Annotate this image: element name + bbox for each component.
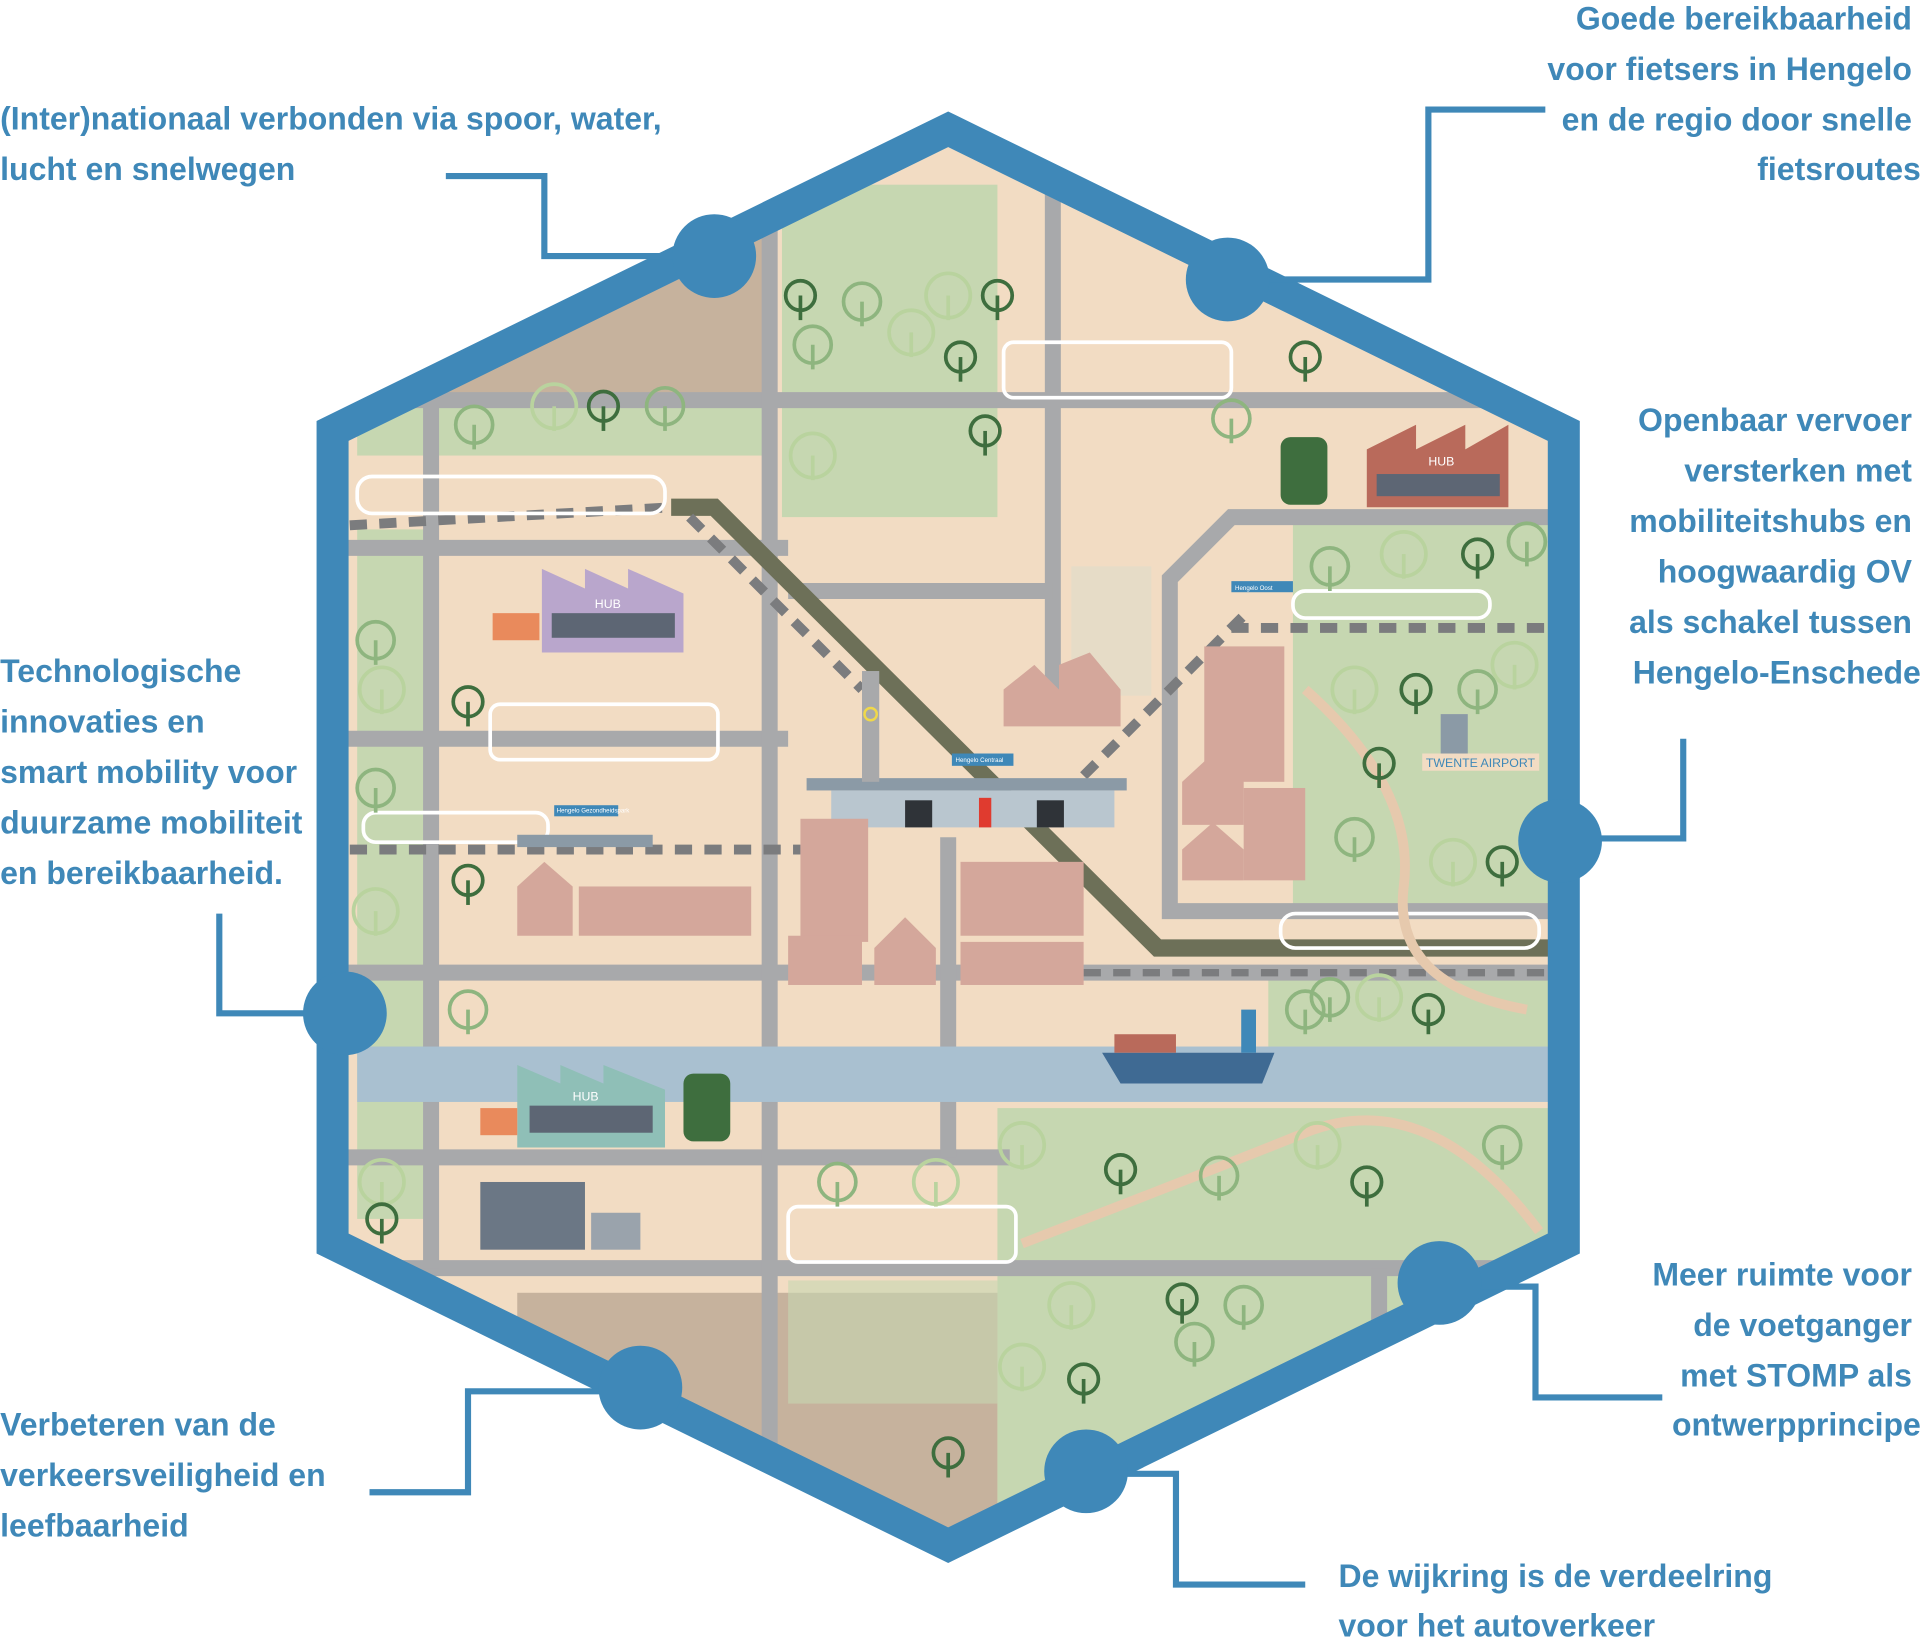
twente-airport: TWENTE AIRPORT <box>1422 714 1540 771</box>
airport-sign: TWENTE AIRPORT <box>1426 756 1536 770</box>
callout-ring-road: De wijkring is de verdeelring voor het a… <box>1338 1558 1781 1640</box>
hub-building: HUB <box>492 568 684 653</box>
buildings <box>480 566 1306 1250</box>
callout-connected: (Inter)nationaal verbonden via spoor, wa… <box>0 100 670 186</box>
callout-dot <box>1185 237 1270 322</box>
callout-dot <box>672 214 757 298</box>
callout-dot <box>303 971 387 1056</box>
callout-dot <box>1397 1241 1482 1325</box>
trees <box>351 271 1548 1478</box>
callout-dots <box>303 214 1602 1514</box>
train <box>361 810 550 845</box>
callout-dot <box>598 1345 683 1430</box>
train <box>355 474 667 516</box>
hub-label: HUB <box>1428 454 1454 468</box>
station-sign-oost: Hengelo Oost <box>1235 585 1273 592</box>
bus <box>786 1204 1018 1264</box>
central-station: Hengelo Centraal <box>806 671 1127 828</box>
park <box>781 184 998 518</box>
hub-building: HUB <box>480 1065 731 1148</box>
callout-dot <box>1044 1429 1128 1514</box>
station-sign-central: Hengelo Centraal <box>956 757 1004 764</box>
station-gezondheidspark: Hengelo Gezondheidspark <box>517 805 653 848</box>
train <box>1291 589 1492 620</box>
callout-public-transport: Openbaar vervoer versterken met mobilite… <box>1629 402 1921 690</box>
park <box>357 406 764 456</box>
hub-building: HUB <box>1280 424 1509 508</box>
callout-dot <box>1518 799 1602 883</box>
clock-icon <box>863 706 879 722</box>
callout-safety: Verbeteren van de verkeersveiligheid en … <box>0 1407 334 1544</box>
cycle-path <box>1020 1115 1544 1249</box>
station-sign-gezondheidspark: Hengelo Gezondheidspark <box>557 808 631 815</box>
park <box>357 529 425 1219</box>
bus <box>488 702 720 762</box>
station-oost: Hengelo Oost <box>1231 581 1293 593</box>
callout-pedestrian: Meer ruimte voor de voetganger met STOMP… <box>1652 1256 1921 1442</box>
callout-innovation: Technologische innovaties en smart mobil… <box>0 653 311 891</box>
hub-label: HUB <box>573 1090 599 1104</box>
park <box>788 1280 998 1404</box>
cycle-path <box>1301 685 1528 1015</box>
cargo-ship <box>1102 1009 1275 1084</box>
callout-cycling: Goede bereikbaarheid voor fietsers in He… <box>1547 1 1920 187</box>
hexagon-border <box>316 111 1580 1564</box>
hub-label: HUB <box>595 597 621 611</box>
bus <box>1001 340 1234 400</box>
